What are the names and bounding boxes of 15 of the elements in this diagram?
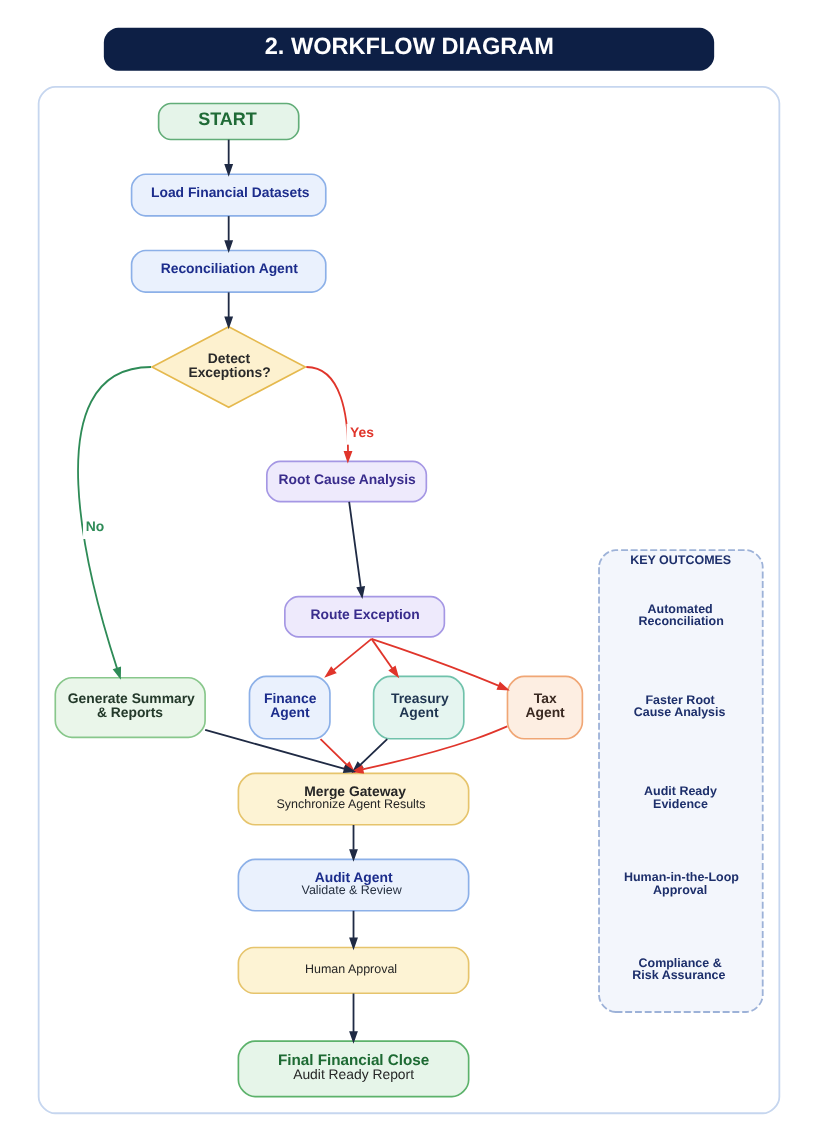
arrow [369,638,509,691]
arrow [348,824,357,862]
arrow [323,638,372,678]
diagram-title: 2. WORKFLOW DIAGRAM [263,33,554,60]
arrow [223,138,233,177]
arrow [304,366,352,464]
cluster [36,85,780,1115]
arrow [348,909,357,951]
node-box: START [156,102,299,141]
arrow [369,638,399,679]
arrow [347,500,365,600]
arrow [348,992,357,1044]
arrow [223,215,233,253]
arrow [76,366,151,680]
arrow [223,291,233,330]
